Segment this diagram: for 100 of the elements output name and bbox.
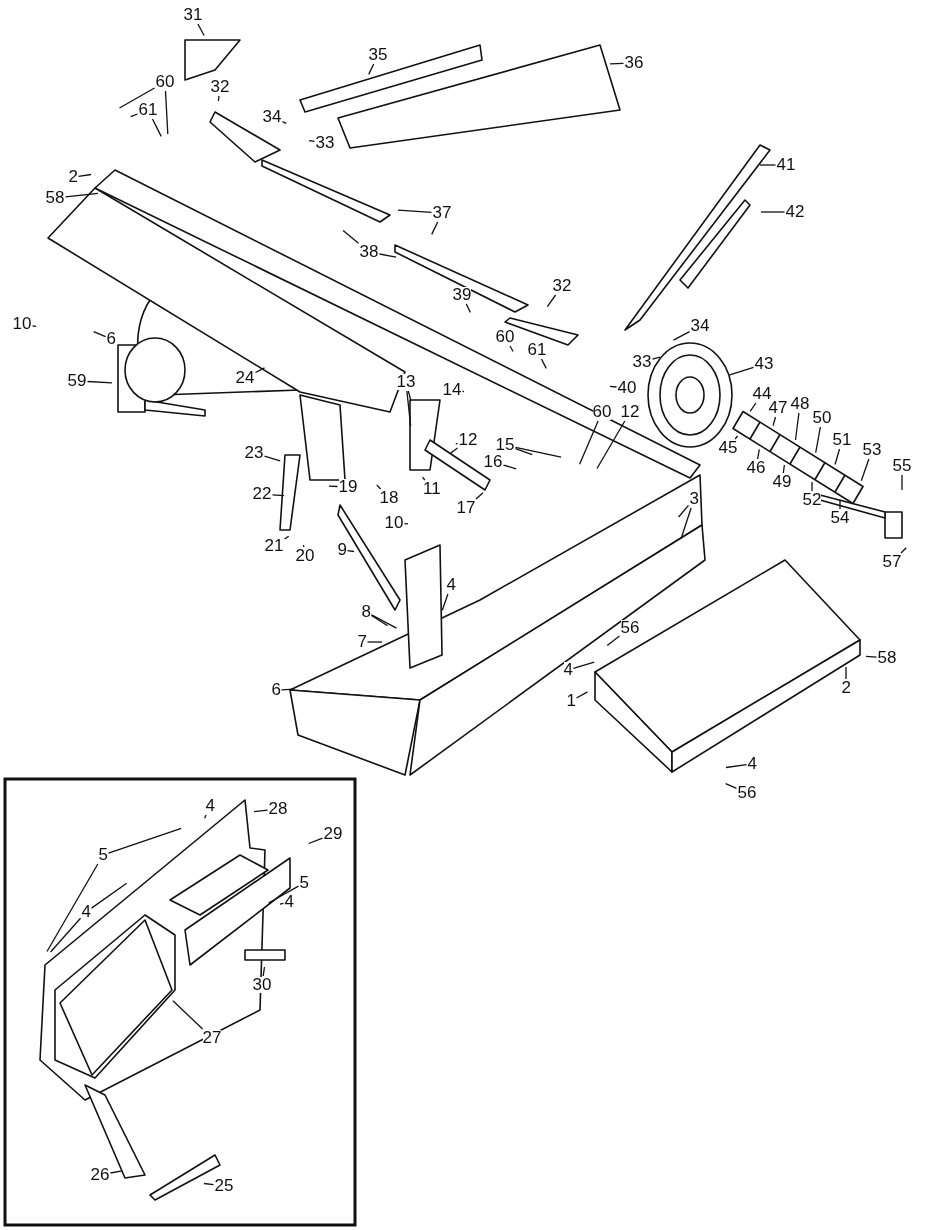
callout-number: 60 (592, 404, 612, 420)
leader-line (93, 330, 107, 338)
callout-number: 22 (252, 486, 272, 502)
leader-line (370, 614, 398, 629)
leader-line (253, 809, 269, 813)
callout-number: 2 (841, 680, 851, 696)
leader-line (455, 442, 459, 445)
callout-number: 60 (155, 74, 175, 90)
leader-line (107, 827, 182, 854)
callout-number: 11 (423, 481, 441, 497)
leader-line (328, 485, 339, 488)
callout-number: 23 (244, 445, 264, 461)
leader-line (421, 476, 426, 481)
leader-line (279, 902, 285, 905)
leader-line (749, 402, 757, 412)
callout-number: 37 (432, 205, 452, 221)
callout-number: 31 (183, 7, 203, 23)
leader-line (118, 87, 156, 109)
callout-number: 4 (205, 798, 215, 814)
leader-line (609, 62, 625, 65)
callout-number: 6 (271, 682, 281, 698)
callout-number: 20 (295, 548, 315, 564)
callout-number: 29 (323, 826, 343, 842)
leader-line (596, 420, 626, 470)
callout-number: 28 (268, 801, 288, 817)
leader-line (376, 484, 382, 490)
leader-line (756, 448, 760, 460)
callout-number: 36 (624, 55, 644, 71)
callout-number: 32 (552, 278, 572, 294)
leader-line (77, 173, 92, 177)
callout-number: 56 (737, 785, 757, 801)
leader-line (431, 221, 439, 236)
leader-line (729, 366, 755, 376)
leader-line (217, 95, 220, 102)
callout-number: 5 (98, 847, 108, 863)
callout-number: 56 (620, 620, 640, 636)
leader-line (254, 367, 266, 374)
leader-line (403, 522, 409, 525)
leader-line (834, 448, 841, 466)
leader-line (370, 614, 389, 627)
callout-number: 47 (768, 400, 788, 416)
callout-number: 38 (359, 244, 379, 260)
leader-line (509, 345, 514, 353)
leader-line (406, 390, 412, 427)
leader-line (164, 90, 169, 135)
callout-number: 32 (210, 79, 230, 95)
callout-number: 12 (458, 432, 478, 448)
leader-line (90, 882, 128, 909)
leader-line (760, 211, 786, 213)
callout-number: 21 (264, 538, 284, 554)
callout-number: 57 (882, 554, 902, 570)
callout-number: 4 (81, 904, 91, 920)
callout-number: 27 (202, 1030, 222, 1046)
leader-line (441, 593, 449, 611)
leader-line (302, 544, 305, 548)
leader-line (839, 498, 841, 510)
callout-number: 33 (315, 135, 335, 151)
leader-line (725, 764, 748, 769)
leader-line (865, 655, 878, 658)
callout-number: 16 (483, 454, 503, 470)
callout-number: 34 (690, 318, 710, 334)
leader-line (267, 885, 300, 904)
callout-number: 1 (566, 693, 576, 709)
callout-number: 44 (752, 386, 772, 402)
leader-line (572, 661, 595, 670)
leader-line (845, 666, 847, 680)
leader-line (308, 837, 324, 845)
leader-line (475, 492, 484, 500)
leader-line (609, 385, 618, 388)
leader-line (734, 435, 739, 440)
callout-number: 2 (68, 169, 78, 185)
callout-number: 10 (12, 316, 32, 332)
leader-line (606, 635, 621, 647)
leader-line (578, 420, 599, 465)
callout-number: 55 (892, 458, 912, 474)
callout-number: 41 (776, 157, 796, 173)
leader-line (308, 139, 316, 143)
leader-line (397, 209, 433, 213)
callout-number: 12 (620, 404, 640, 420)
leader-line (109, 1170, 123, 1174)
leader-line (281, 121, 287, 125)
leader-line (677, 504, 690, 518)
callout-number: 45 (718, 440, 738, 456)
callout-number: 59 (67, 373, 87, 389)
callout-number: 8 (361, 604, 371, 620)
callout-number: 52 (802, 492, 822, 508)
leader-line (860, 458, 870, 482)
callout-number: 17 (456, 500, 476, 516)
callout-number: 53 (862, 442, 882, 458)
leader-line (772, 416, 777, 427)
leader-line (263, 455, 281, 462)
leader-line (203, 814, 207, 819)
callout-number: 54 (830, 510, 850, 526)
callout-number: 60 (495, 329, 515, 345)
leader-line (811, 481, 813, 492)
callout-number: 49 (772, 474, 792, 490)
leader-line (130, 113, 139, 118)
callout-number: 46 (746, 460, 766, 476)
leader-line (725, 782, 738, 790)
leader-line (651, 356, 661, 360)
